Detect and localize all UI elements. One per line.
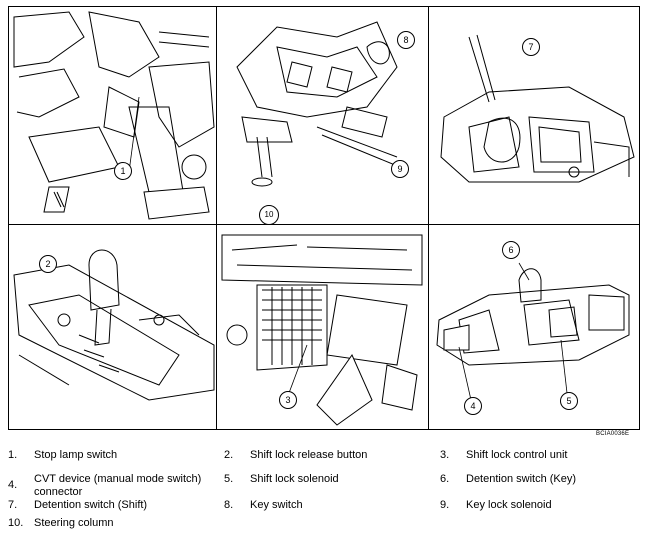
shifter-drawing: [440, 34, 635, 183]
callout-10: 10: [259, 205, 279, 224]
callout-3: 3: [279, 391, 297, 409]
panel-shift-lock-release: 2: [9, 225, 216, 430]
panel-detention-switch-shift: 7: [429, 7, 640, 224]
illustration-grid: 1 8 9 10: [8, 6, 640, 430]
callout-5: 5: [560, 392, 578, 410]
grid-divider-v2: [428, 7, 429, 429]
grid-divider-v1: [216, 7, 217, 429]
parts-legend: 1. Stop lamp switch 2. Shift lock releas…: [8, 449, 577, 529]
steering-column-drawing: [236, 21, 398, 187]
pedal-area-drawing: [13, 11, 215, 220]
callout-9: 9: [391, 160, 409, 178]
panel-shift-lock-control-unit: 3: [217, 225, 428, 430]
panel-key-switch: 8 9 10: [217, 7, 428, 224]
callout-4: 4: [464, 397, 482, 415]
console-drawing: [13, 249, 215, 401]
shifter-assembly-drawing: [436, 262, 630, 401]
callout-7: 7: [522, 38, 540, 56]
panel-stop-lamp-switch: 1: [9, 7, 216, 224]
fuse-panel-drawing: [221, 234, 423, 426]
grid-divider-h: [9, 224, 639, 225]
figure-code: BCIA0036E: [596, 431, 630, 437]
panel-shifter-assembly: 6 4 5: [429, 225, 640, 430]
callout-6: 6: [502, 241, 520, 259]
callout-2: 2: [39, 255, 57, 273]
callout-1: 1: [114, 162, 132, 180]
callout-8: 8: [397, 31, 415, 49]
